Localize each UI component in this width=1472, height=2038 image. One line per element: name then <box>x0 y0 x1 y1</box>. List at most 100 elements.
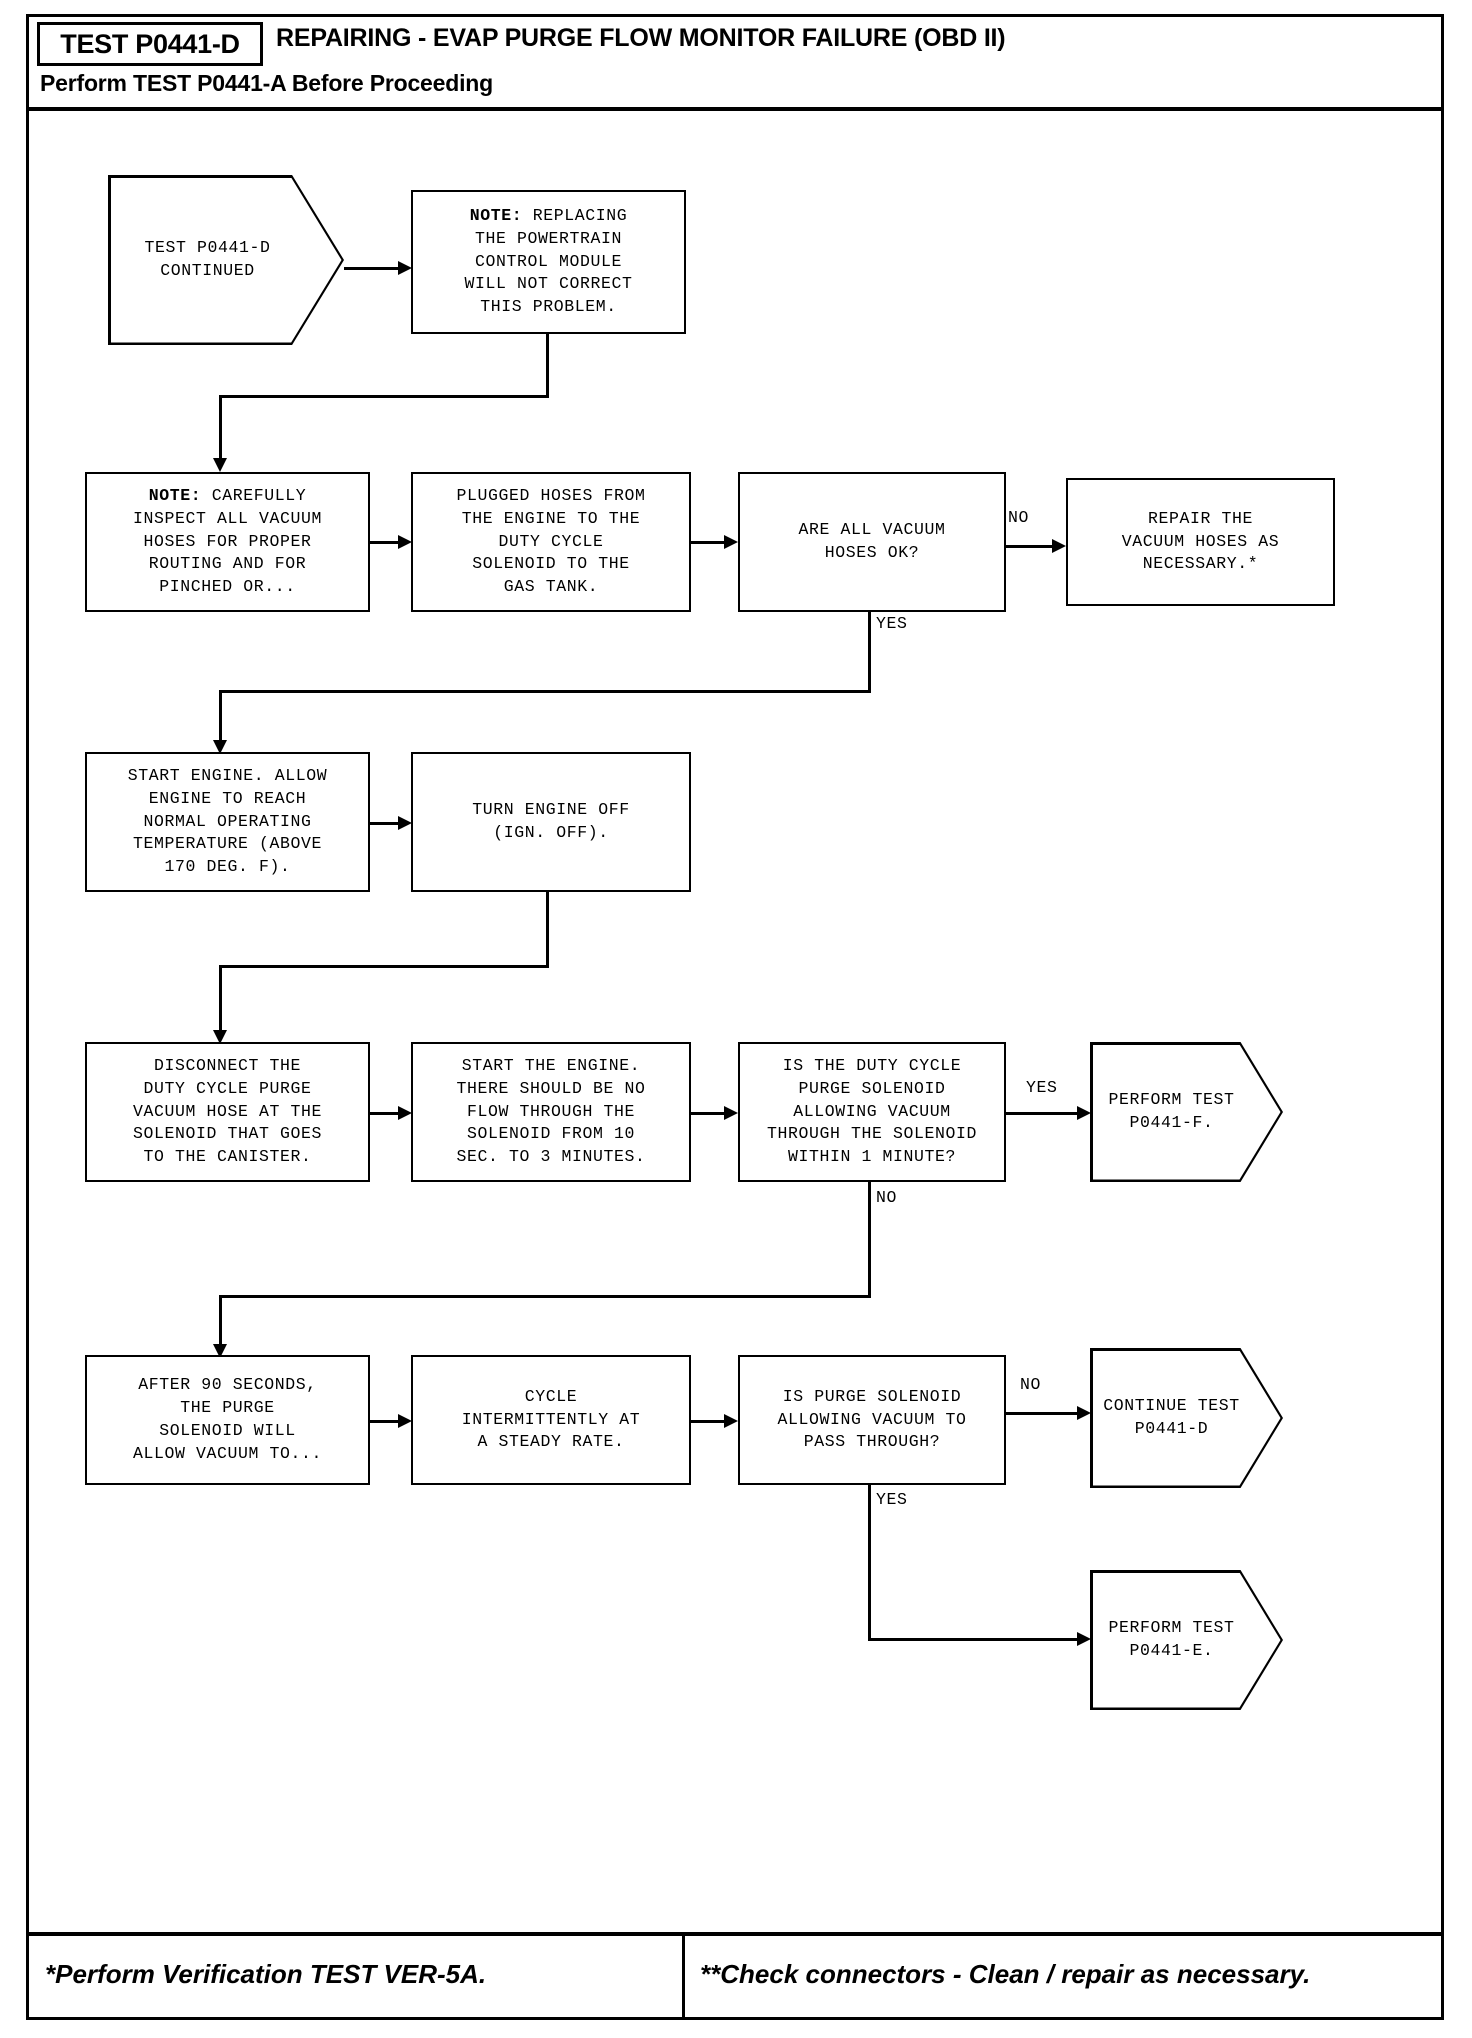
node-note-pcm: NOTE: REPLACING THE POWERTRAIN CONTROL M… <box>411 190 686 334</box>
connector-note-down <box>546 334 549 397</box>
connector-start-to-dutyq <box>691 1112 731 1115</box>
footer-band <box>29 1932 1441 2017</box>
edge-label-no-hoses: NO <box>1008 508 1030 527</box>
node-line: WILL NOT CORRECT <box>464 274 633 294</box>
node-line: P0441-D <box>1134 1419 1209 1438</box>
footer-divider <box>682 1936 685 2017</box>
node-continue-test-d: CONTINUE TEST P0441-D <box>1090 1348 1283 1488</box>
node-line: THERE SHOULD BE NO <box>456 1078 646 1098</box>
arrowhead-icon <box>1077 1106 1091 1120</box>
arrowhead-icon <box>213 1030 227 1044</box>
connector-continued-to-note <box>344 267 402 270</box>
connector-hosesok-yes-down2 <box>219 690 222 746</box>
node-start-engine-warm: START ENGINE. ALLOW ENGINE TO REACH NORM… <box>85 752 370 892</box>
node-line: A STEADY RATE. <box>477 1432 625 1452</box>
connector-purge-no <box>1006 1412 1084 1415</box>
node-line: DISCONNECT THE <box>153 1056 302 1076</box>
edge-label-yes-purge: YES <box>876 1490 908 1509</box>
node-line: DUTY CYCLE PURGE <box>143 1078 312 1098</box>
node-start-engine-warm-text: START ENGINE. ALLOW ENGINE TO REACH NORM… <box>128 765 328 879</box>
node-line: THIS PROBLEM. <box>480 297 617 317</box>
node-line: ALLOW VACUUM TO... <box>132 1443 323 1463</box>
node-turn-engine-off-text: TURN ENGINE OFF (IGN. OFF). <box>472 799 630 845</box>
node-note-inspect-text: NOTE: CAREFULLY INSPECT ALL VACUUM HOSES… <box>133 485 322 599</box>
arrowhead-icon <box>213 740 227 754</box>
connector-hosesok-no <box>1006 545 1059 548</box>
node-line: THE PURGE <box>180 1398 275 1418</box>
node-note-pcm-text: NOTE: REPLACING THE POWERTRAIN CONTROL M… <box>464 205 632 319</box>
node-line: VACUUM HOSE AT THE <box>132 1101 323 1121</box>
connector-after90-to-cycle <box>370 1420 404 1423</box>
connector-off-down <box>546 892 549 967</box>
edge-label-no-purge: NO <box>1020 1375 1042 1394</box>
arrowhead-icon <box>398 261 412 275</box>
arrowhead-icon <box>724 1414 738 1428</box>
node-test-continued-text: TEST P0441-D CONTINUED <box>145 237 308 283</box>
node-line: CONTINUED <box>160 261 255 280</box>
node-repair-hoses: REPAIR THE VACUUM HOSES AS NECESSARY.* <box>1066 478 1335 606</box>
connector-note-down2 <box>219 395 222 465</box>
node-line: THE ENGINE TO THE <box>461 508 641 528</box>
node-purge-pass-question: IS PURGE SOLENOID ALLOWING VACUUM TO PAS… <box>738 1355 1006 1485</box>
node-line: NOTE: CAREFULLY <box>148 486 307 506</box>
arrowhead-icon <box>398 1414 412 1428</box>
arrowhead-icon <box>724 535 738 549</box>
connector-purge-yes-right <box>868 1638 1084 1641</box>
node-disconnect-hose: DISCONNECT THE DUTY CYCLE PURGE VACUUM H… <box>85 1042 370 1182</box>
node-perform-test-f: PERFORM TEST P0441-F. <box>1090 1042 1283 1182</box>
node-line: VACUUM HOSES AS <box>1121 531 1280 551</box>
node-line: GAS TANK. <box>503 577 599 597</box>
node-duty-cycle-question: IS THE DUTY CYCLE PURGE SOLENOID ALLOWIN… <box>738 1042 1006 1182</box>
connector-off-left <box>219 965 549 968</box>
node-start-no-flow: START THE ENGINE. THERE SHOULD BE NO FLO… <box>411 1042 691 1182</box>
node-line: P0441-E. <box>1129 1641 1214 1660</box>
node-plugged-hoses-text: PLUGGED HOSES FROM THE ENGINE TO THE DUT… <box>456 485 645 599</box>
node-line: (IGN. OFF). <box>493 823 609 842</box>
arrowhead-icon <box>213 1344 227 1358</box>
header-band <box>29 17 1441 111</box>
node-start-no-flow-text: START THE ENGINE. THERE SHOULD BE NO FLO… <box>456 1055 645 1169</box>
footer-note-right: **Check connectors - Clean / repair as n… <box>700 1959 1311 1989</box>
node-line: PERFORM TEST <box>1108 1618 1235 1638</box>
connector-duty-no-down2 <box>219 1295 222 1350</box>
header-test-id: TEST P0441-D <box>37 22 263 66</box>
node-line: PERFORM TEST <box>1108 1090 1235 1110</box>
footer-note-left: *Perform Verification TEST VER-5A. <box>45 1959 487 1989</box>
node-line: INTERMITTENTLY AT <box>461 1409 641 1429</box>
node-hoses-ok-question: ARE ALL VACUUM HOSES OK? <box>738 472 1006 612</box>
arrowhead-icon <box>398 1106 412 1120</box>
node-line: P0441-F. <box>1129 1113 1214 1132</box>
node-line: NECESSARY.* <box>1142 554 1259 574</box>
arrowhead-icon <box>724 1106 738 1120</box>
node-duty-cycle-question-text: IS THE DUTY CYCLE PURGE SOLENOID ALLOWIN… <box>767 1055 977 1169</box>
arrowhead-icon <box>1052 539 1066 553</box>
connector-inspect-to-plugged <box>370 541 404 544</box>
node-line: THROUGH THE SOLENOID <box>766 1124 978 1144</box>
arrowhead-icon <box>1077 1406 1091 1420</box>
node-perform-test-f-text: PERFORM TEST P0441-F. <box>1108 1089 1264 1135</box>
connector-disconnect-to-start <box>370 1112 404 1115</box>
node-line: ARE ALL VACUUM <box>798 520 946 540</box>
node-line: TURN ENGINE OFF <box>472 800 630 820</box>
node-line: ALLOWING VACUUM TO <box>777 1409 967 1429</box>
node-line: SOLENOID FROM 10 <box>466 1124 636 1144</box>
node-line: ROUTING AND FOR <box>148 554 307 574</box>
node-line: HOSES FOR PROPER <box>143 531 312 551</box>
node-cycle-steady-text: CYCLE INTERMITTENTLY AT A STEADY RATE. <box>462 1386 641 1454</box>
node-cycle-steady: CYCLE INTERMITTENTLY AT A STEADY RATE. <box>411 1355 691 1485</box>
node-line: IS THE DUTY CYCLE <box>782 1056 962 1076</box>
connector-cycle-to-purgeq <box>691 1420 731 1423</box>
node-line: PASS THROUGH? <box>803 1432 941 1452</box>
node-line: SOLENOID WILL <box>159 1421 296 1440</box>
node-line: START ENGINE. ALLOW <box>127 766 328 786</box>
connector-purge-yes-down <box>868 1485 871 1640</box>
connector-duty-no-down <box>868 1182 871 1297</box>
node-line: START THE ENGINE. <box>461 1056 641 1076</box>
node-continue-test-d-text: CONTINUE TEST P0441-D <box>1103 1395 1270 1441</box>
arrowhead-icon <box>213 458 227 472</box>
node-line: ALLOWING VACUUM <box>793 1101 951 1121</box>
connector-plugged-to-hosesok <box>691 541 731 544</box>
edge-label-yes-duty: YES <box>1026 1078 1058 1097</box>
node-after-90-seconds-text: AFTER 90 SECONDS, THE PURGE SOLENOID WIL… <box>133 1374 322 1465</box>
node-line: SOLENOID TO THE <box>472 554 630 574</box>
